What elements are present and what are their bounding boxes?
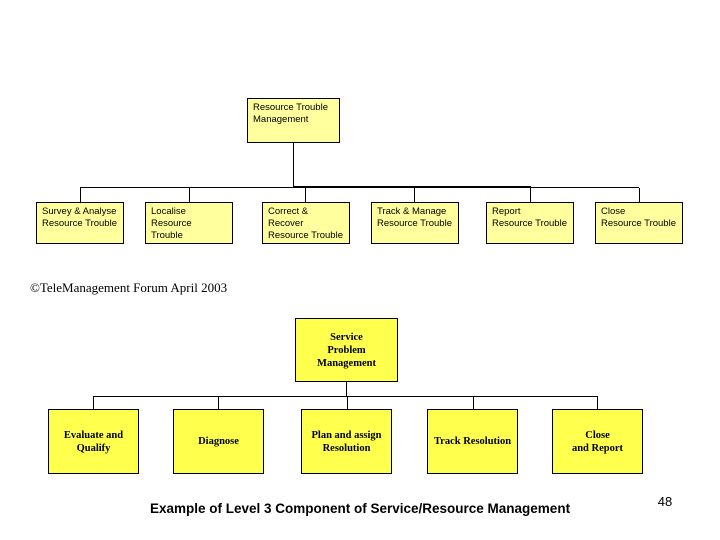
connector-stub — [414, 188, 415, 203]
child-box-survey-analyse: Survey & Analyse Resource Trouble — [36, 202, 124, 244]
child-box-diagnose: Diagnose — [173, 409, 264, 474]
connector-stub — [597, 397, 598, 409]
page-number: 48 — [657, 494, 673, 509]
service-problem-root-box: Service Problem Management — [295, 318, 398, 382]
connector-root-drop-line — [293, 143, 294, 187]
child-box-track-resolution: Track Resolution — [427, 409, 518, 474]
connector-stub — [473, 397, 474, 409]
child-box-close-report: Close and Report — [552, 409, 643, 474]
connector-stub — [347, 397, 348, 409]
child-box-plan-assign-resolution: Plan and assign Resolution — [301, 409, 392, 474]
child-box-localise: Localise Resource Trouble — [145, 202, 233, 244]
connector-horizontal-thick-segment — [293, 186, 531, 188]
child-box-close: Close Resource Trouble — [595, 202, 683, 244]
connector-stub — [305, 188, 306, 203]
connector-stub — [93, 397, 94, 409]
connector-stub — [189, 188, 190, 203]
child-box-track-manage: Track & Manage Resource Trouble — [371, 202, 459, 244]
connector-root-drop-line — [346, 382, 347, 397]
resource-trouble-root-box: Resource Trouble Management — [247, 98, 340, 143]
child-box-correct-recover: Correct & Recover Resource Trouble — [262, 202, 350, 244]
child-box-report: Report Resource Trouble — [486, 202, 574, 244]
connector-stub — [639, 188, 640, 203]
connector-stub — [80, 188, 81, 203]
slide-caption: Example of Level 3 Component of Service/… — [149, 501, 571, 516]
connector-horizontal-line — [93, 396, 598, 397]
connector-stub — [218, 397, 219, 409]
copyright-text: ©TeleManagement Forum April 2003 — [30, 280, 228, 295]
connector-stub — [530, 188, 531, 203]
child-box-evaluate-qualify: Evaluate and Qualify — [48, 409, 139, 474]
